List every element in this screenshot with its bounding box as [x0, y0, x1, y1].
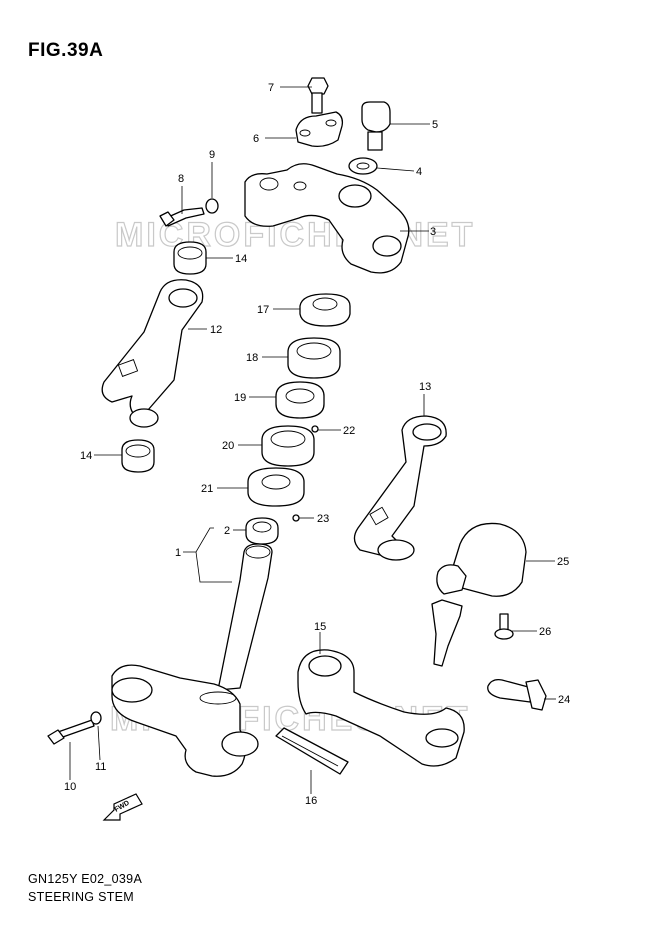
part-16-emblem: [275, 727, 349, 775]
callout-21: 21: [201, 483, 213, 495]
part-4-washer: [348, 157, 378, 175]
callout-8: 8: [178, 173, 184, 185]
part-1-steering-stem: [111, 543, 273, 777]
part-7-bolt: [307, 77, 329, 114]
callout-16: 16: [305, 795, 317, 807]
callout-2: 2: [224, 525, 230, 537]
part-11-washer: [90, 711, 102, 725]
figure-title: FIG.39A: [28, 40, 104, 61]
part-3-upper-bracket: [244, 163, 410, 274]
callout-15: 15: [314, 621, 326, 633]
part-24-switch: [487, 678, 547, 711]
part-23-ball: [292, 514, 300, 522]
part-20-race: [261, 425, 315, 467]
part-13-meter-bracket: [353, 415, 447, 561]
part-12-meter-bracket: [101, 279, 204, 428]
callout-25: 25: [557, 556, 569, 568]
part-5-bolt: [361, 101, 391, 151]
part-6-clamp: [295, 111, 344, 148]
callout-19: 19: [234, 392, 246, 404]
callout-7: 7: [268, 82, 274, 94]
part-14-grommet-upper: [173, 241, 207, 275]
callout-17: 17: [257, 304, 269, 316]
part-2-race: [245, 517, 279, 545]
part-17-nut: [299, 293, 351, 327]
part-18-race: [287, 337, 341, 379]
callout-labels: 7 5 6 4 9 8 3 14 12 17 18 19 13 20 22 14…: [64, 82, 570, 807]
part-26-screw: [494, 613, 514, 640]
callout-14-lower: 14: [80, 450, 92, 462]
callout-24: 24: [558, 694, 570, 706]
callout-12: 12: [210, 324, 222, 336]
part-8-bolt: [159, 207, 205, 227]
callout-3: 3: [430, 226, 436, 238]
part-15-lower-bracket: [297, 649, 465, 767]
callout-26: 26: [539, 626, 551, 638]
callout-20: 20: [222, 440, 234, 452]
callout-10: 10: [64, 781, 76, 793]
figure-name: STEERING STEM: [28, 890, 134, 904]
part-14-grommet-lower: [121, 439, 155, 473]
part-25-steering-lock: [431, 522, 527, 667]
fwd-arrow: FWD: [102, 793, 143, 821]
part-19-seal: [275, 381, 325, 419]
callout-11: 11: [95, 761, 106, 773]
callout-5: 5: [432, 119, 438, 131]
callout-23: 23: [317, 513, 329, 525]
callout-14-upper: 14: [235, 253, 247, 265]
callout-9: 9: [209, 149, 215, 161]
figure-code: GN125Y E02_039A: [28, 872, 143, 886]
part-10-bolt: [47, 719, 95, 745]
leader-lines: [69, 86, 556, 794]
callout-6: 6: [253, 133, 259, 145]
callout-18: 18: [246, 352, 258, 364]
callout-22: 22: [343, 425, 355, 437]
part-22-ball: [311, 425, 319, 433]
callout-13: 13: [419, 381, 431, 393]
part-9-lockwasher: [205, 198, 219, 214]
part-21-seal: [247, 467, 305, 507]
callout-1: 1: [175, 547, 181, 559]
callout-4: 4: [416, 166, 422, 178]
